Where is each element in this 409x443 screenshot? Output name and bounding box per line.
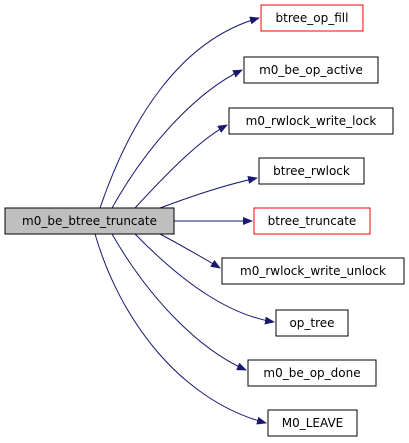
edge-to-btree-rwlock [159,176,258,209]
callee-node-m0-rwlock-write-lock[interactable]: m0_rwlock_write_lock [228,107,394,135]
callee-label-m0-leave: M0_LEAVE [282,416,344,430]
edge-to-m0-leave [94,233,267,425]
edge-to-op-tree [134,233,275,325]
callee-label-btree-truncate: btree_truncate [268,214,357,228]
root-node-label: m0_be_btree_truncate [22,214,157,228]
callee-label-btree-op-fill: btree_op_fill [276,11,349,25]
callee-label-op-tree: op_tree [289,316,334,330]
callee-node-m0-leave[interactable]: M0_LEAVE [267,409,358,437]
edge-to-btree-op-fill [99,16,260,209]
callee-node-btree-truncate[interactable]: btree_truncate [253,207,371,235]
edge-to-m0-rwlock-write-lock [134,124,228,209]
callee-node-m0-rwlock-write-unlock[interactable]: m0_rwlock_write_unlock [221,257,405,285]
callee-node-m0-be-op-active[interactable]: m0_be_op_active [243,56,379,84]
callee-node-op-tree[interactable]: op_tree [275,309,349,337]
root-node[interactable]: m0_be_btree_truncate [4,207,175,235]
call-edges [94,16,275,425]
callee-node-m0-be-op-done[interactable]: m0_be_op_done [247,359,377,387]
callee-label-m0-be-op-active: m0_be_op_active [259,63,363,77]
callee-node-btree-op-fill[interactable]: btree_op_fill [260,4,364,32]
edge-to-m0-be-op-active [111,69,243,209]
callee-label-btree-rwlock: btree_rwlock [273,164,350,178]
callee-label-m0-rwlock-write-unlock: m0_rwlock_write_unlock [240,264,386,278]
callee-label-m0-be-op-done: m0_be_op_done [263,366,360,380]
edge-to-m0-be-op-done [111,233,247,371]
callee-label-m0-rwlock-write-lock: m0_rwlock_write_lock [246,114,377,128]
edge-to-m0-rwlock-write-unlock [159,233,221,269]
callee-node-btree-rwlock[interactable]: btree_rwlock [258,157,365,185]
